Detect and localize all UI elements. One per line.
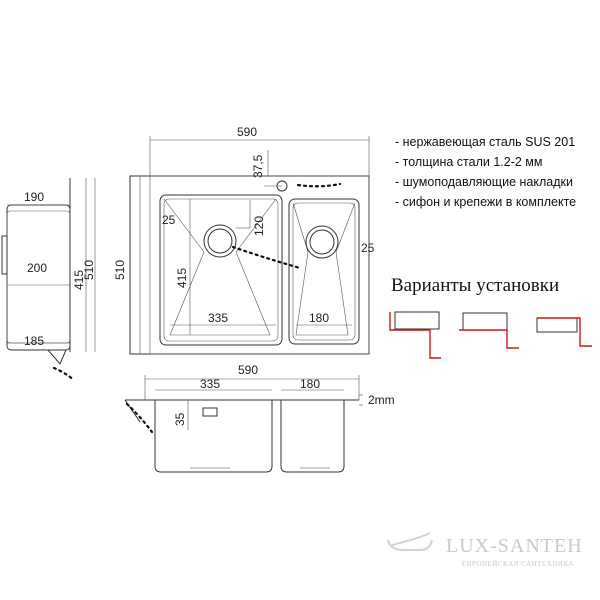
spec-line-1: - нержавеющая сталь SUS 201 [395, 135, 575, 149]
dim-front-35: 35 [173, 412, 187, 426]
front-small-bowl [280, 400, 345, 473]
dim-bowl-width-large: 335 [208, 311, 228, 325]
overflow [202, 407, 218, 417]
dim-side-510: 510 [82, 260, 96, 280]
spec-line-3: - шумоподавляющие накладки [395, 175, 573, 189]
front-view [124, 375, 363, 473]
spec-line-4: - сифон и крепежи в комплекте [395, 195, 576, 209]
brand-name: LUX-SANTEH [446, 535, 583, 557]
dim-side-185: 185 [24, 334, 44, 348]
install-option-3 [536, 317, 592, 347]
side-outline [6, 204, 71, 351]
side-view [1, 178, 96, 382]
install-option-2 [459, 312, 519, 349]
dim-front-335: 335 [200, 377, 220, 391]
bathtub-icon [391, 532, 431, 546]
dim-bowl-width-small: 180 [309, 311, 329, 325]
dim-front-180: 180 [300, 377, 320, 391]
spec-line-2: - толщина стали 1.2-2 мм [395, 155, 542, 169]
dim-side-200: 200 [27, 261, 47, 275]
small-drain [305, 225, 339, 259]
large-drain [203, 224, 237, 258]
dim-tap-offset: 37,5 [251, 154, 265, 178]
dim-top-width: 590 [237, 125, 257, 139]
top-view [129, 136, 370, 355]
small-bowl [288, 198, 360, 345]
dim-corner-r1: 25 [162, 213, 176, 227]
dim-side-415: 415 [72, 270, 86, 290]
brand-logo [387, 532, 433, 551]
front-large-bowl [154, 400, 273, 473]
dim-corner-r2: 25 [361, 241, 375, 255]
dim-side-190: 190 [24, 190, 44, 204]
dim-front-width: 590 [238, 363, 258, 377]
brand-subtitle: ЕВРОПЕЙСКАЯ САНТЕХНИКА [462, 560, 574, 568]
dim-height: 510 [113, 260, 127, 280]
install-title: Варианты установки [391, 275, 559, 296]
dim-drain-offset: 120 [252, 216, 266, 236]
large-bowl [159, 194, 283, 346]
install-option-1 [389, 311, 441, 359]
dim-bowl-depth-large: 415 [175, 268, 189, 288]
dim-thickness: 2mm [368, 393, 395, 407]
